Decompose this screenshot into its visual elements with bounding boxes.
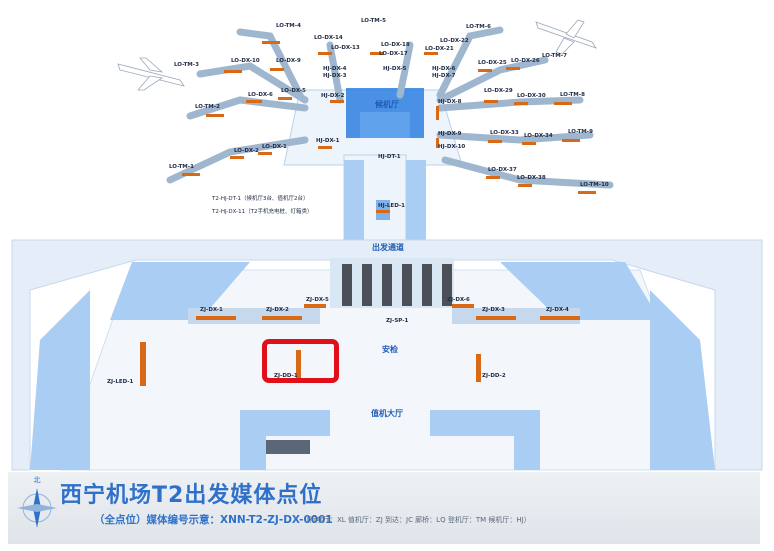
gate-label-lo-dx-9: LO-DX-9 [276, 58, 301, 64]
zone-code-legend: （行李厅：XL 值机厅：ZJ 到达：JC 廊桥：LQ 登机厅：TM 候机厅：HJ… [302, 516, 531, 524]
right-jet-bridges [396, 26, 614, 189]
gate-label-lo-tm-2: LO-TM-2 [195, 104, 220, 110]
gate-label-lo-dx-1: LO-DX-1 [262, 144, 287, 150]
gate-label-hj-led-1: HJ-LED-1 [378, 203, 405, 209]
gate-label-zj-dx-2: ZJ-DX-2 [266, 307, 289, 313]
gate-label-lo-dx-17: LO-DX-17 [379, 51, 408, 57]
gate-label-lo-tm-9: LO-TM-9 [568, 129, 593, 135]
gate-label-zj-sp-1: ZJ-SP-1 [386, 318, 408, 324]
gate-label-hj-dx-9: HJ-DX-9 [438, 131, 462, 137]
gate-label-lo-dx-13: LO-DX-13 [331, 45, 360, 51]
gate-label-zj-dx-3: ZJ-DX-3 [482, 307, 505, 313]
gate-label-zj-dx-1: ZJ-DX-1 [200, 307, 223, 313]
gate-label-zj-dx-6: ZJ-DX-6 [447, 297, 470, 303]
gate-label-lo-dx-29: LO-DX-29 [484, 88, 513, 94]
gate-label-lo-dx-38: LO-DX-38 [517, 175, 546, 181]
note-note-1: T2-HJ-DT-1（候机厅3台、值机厅2台） [211, 194, 308, 202]
page-title: 西宁机场T2出发媒体点位 [60, 483, 323, 508]
gate-label-hj-dx-2: HJ-DX-2 [321, 93, 345, 99]
gate-label-lo-tm-10: LO-TM-10 [580, 182, 609, 188]
bridge-media-markers [182, 41, 596, 213]
gate-label-zj-dd-2: ZJ-DD-2 [482, 373, 506, 379]
gate-label-lo-tm-5: LO-TM-5 [361, 18, 386, 24]
gate-label-lo-tm-7: LO-TM-7 [542, 53, 567, 59]
security-lanes [342, 264, 452, 306]
gate-label-lo-dx-33: LO-DX-33 [490, 130, 519, 136]
gate-label-lo-dx-2: LO-DX-2 [234, 148, 259, 154]
gate-label-lo-dx-37: LO-DX-37 [488, 167, 517, 173]
gate-label-hj-dx-6: HJ-DX-6 [432, 66, 456, 72]
gate-label-lo-dx-30: LO-DX-30 [517, 93, 546, 99]
gate-label-lo-dx-6: LO-DX-6 [248, 92, 273, 98]
map-notes: T2-HJ-DT-1（候机厅3台、值机厅2台） T2-HJ-DX-11（T2手机充… [211, 194, 312, 215]
gate-label-lo-dx-10: LO-DX-10 [231, 58, 260, 64]
gate-label-hj-dx-10: HJ-DX-10 [438, 144, 465, 150]
gate-label-hj-dx-1: HJ-DX-1 [316, 138, 340, 144]
gate-label-lo-tm-8: LO-TM-8 [560, 92, 585, 98]
gate-label-hj-dx-4: HJ-DX-4 [323, 66, 347, 72]
gate-label-lo-dx-18: LO-DX-18 [381, 42, 410, 48]
media-code-example: （全点位）媒体编号示意：XNN-T2-ZJ-DX-0001 [94, 514, 333, 526]
gate-label-lo-dx-22: LO-DX-22 [440, 38, 469, 44]
zone-label-departure-corridor: 出发通道 [372, 242, 404, 252]
gate-label-hj-dx-3: HJ-DX-3 [323, 73, 347, 79]
hall-media-markers [140, 304, 580, 386]
gate-label-lo-tm-4: LO-TM-4 [276, 23, 301, 29]
zone-label-checkin-hall: 值机大厅 [371, 408, 403, 418]
note-note-2: T2-HJ-DX-11（T2手机充电桩、灯箱类） [211, 207, 312, 215]
zone-label-waiting-hall: 候机厅 [375, 99, 399, 109]
gate-label-hj-dt-1: HJ-DT-1 [378, 154, 401, 160]
gate-label-zj-dx-4: ZJ-DX-4 [546, 307, 569, 313]
gate-label-hj-dx-7: HJ-DX-7 [432, 73, 456, 79]
compass-north-label: 北 [34, 476, 41, 484]
upper-pier [283, 88, 463, 248]
airplane-icon [117, 19, 597, 91]
gate-label-lo-dx-25: LO-DX-25 [478, 60, 507, 66]
gate-label-zj-dd-1: ZJ-DD-1 [274, 373, 298, 379]
highlight-frame [262, 339, 339, 383]
gate-label-hj-dx-8: HJ-DX-8 [438, 99, 462, 105]
gate-labels: LO-TM-4LO-DX-14LO-DX-13LO-TM-5LO-DX-18LO… [107, 18, 609, 385]
gate-label-zj-led-1: ZJ-LED-1 [107, 379, 134, 385]
compass-icon: 北 [16, 474, 58, 534]
gate-label-lo-tm-1: LO-TM-1 [169, 164, 194, 170]
gate-label-lo-tm-6: LO-TM-6 [466, 24, 491, 30]
gate-label-lo-dx-21: LO-DX-21 [425, 46, 454, 52]
gate-label-hj-dx-5: HJ-DX-5 [383, 66, 407, 72]
gate-label-zj-dx-5: ZJ-DX-5 [306, 297, 329, 303]
gate-label-lo-tm-3: LO-TM-3 [174, 62, 199, 68]
footer-banner: 北 西宁机场T2出发媒体点位 （全点位）媒体编号示意：XNN-T2-ZJ-DX-… [8, 472, 760, 544]
zone-label-security-check: 安检 [382, 344, 398, 354]
gate-label-lo-dx-14: LO-DX-14 [314, 35, 343, 41]
gate-label-lo-dx-5: LO-DX-5 [281, 88, 306, 94]
gate-label-lo-dx-26: LO-DX-26 [511, 58, 540, 64]
gate-label-lo-dx-34: LO-DX-34 [524, 133, 553, 139]
